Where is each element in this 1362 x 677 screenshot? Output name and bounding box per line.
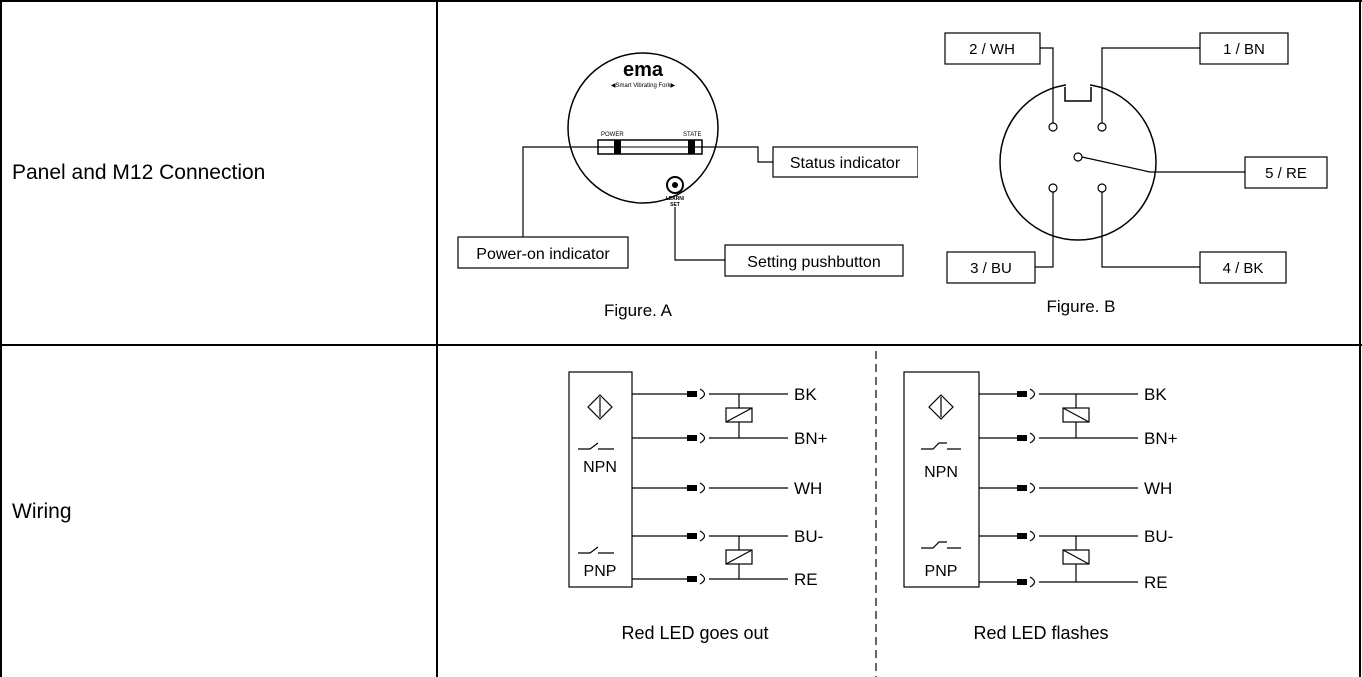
- figure-b-m12-pinout: 2 / WH 1 / BN 5 / RE 3 / BU 4 / BK Figur…: [944, 32, 1328, 316]
- brand-logo: ema: [623, 59, 664, 81]
- left-pnp-label: PNP: [584, 563, 617, 580]
- left-re-label: RE: [794, 570, 818, 589]
- pin-4-label-box: [1199, 251, 1287, 284]
- brand-tagline: ◀Smart Vibrating Fork▶: [611, 83, 676, 89]
- right-npn-label: NPN: [924, 464, 958, 481]
- left-pnp-switch-icon: [578, 546, 614, 554]
- pin-1-dot: [1097, 122, 1107, 132]
- pin-1-label-box: [1199, 32, 1289, 65]
- left-caption: Red LED goes out: [621, 623, 768, 643]
- power-on-indicator-text: Power-on indicator: [476, 246, 610, 263]
- pin-3-label: 3 / BU: [970, 260, 1012, 277]
- right-bk-label: BK: [1144, 385, 1167, 404]
- table-border-right: [1359, 0, 1361, 677]
- status-indicator-text: Status indicator: [790, 155, 901, 172]
- figure-a-panel-diagram: ema ◀Smart Vibrating Fork▶ POWER STATE L…: [457, 52, 918, 320]
- pin-5-dot: [1073, 152, 1083, 162]
- left-bu-label: BU-: [794, 527, 823, 546]
- right-pnp-switch-icon: [921, 541, 961, 549]
- table-column-divider: [436, 0, 438, 677]
- setting-pushbutton-callout: [724, 244, 904, 277]
- pin-3-label-box: [946, 251, 1036, 284]
- row-label-panel: Panel and M12 Connection: [12, 161, 266, 184]
- right-pnp-label: PNP: [925, 563, 958, 580]
- pin-5-label: 5 / RE: [1265, 165, 1307, 182]
- learn-small-label: LEARN/: [666, 196, 685, 202]
- pin-1-label: 1 / BN: [1223, 41, 1265, 58]
- pin-4-dot: [1097, 183, 1107, 193]
- right-bu-label: BU-: [1144, 527, 1173, 546]
- right-re-label: RE: [1144, 573, 1168, 592]
- figure-b-caption: Figure. B: [1047, 297, 1116, 316]
- figure-a-caption: Figure. A: [604, 301, 673, 320]
- power-led: [614, 140, 621, 154]
- status-indicator-callout: [772, 146, 918, 178]
- pin-4-label: 4 / BK: [1223, 260, 1264, 277]
- left-bn-label: BN+: [794, 429, 828, 448]
- state-small-label: STATE: [683, 132, 701, 138]
- right-npn-switch-icon: [921, 442, 961, 450]
- pin-2-dot: [1048, 122, 1058, 132]
- table-row-divider: [0, 344, 1362, 346]
- right-wh-label: WH: [1144, 479, 1172, 498]
- pin-2-label-box: [944, 32, 1041, 65]
- table-border-top: [0, 0, 1362, 2]
- pin-2-label: 2 / WH: [969, 41, 1015, 58]
- power-on-indicator-callout: [457, 236, 629, 269]
- row-label-wiring: Wiring: [12, 499, 72, 523]
- right-bn-label: BN+: [1144, 429, 1178, 448]
- left-npn-switch-icon: [578, 442, 614, 450]
- left-wh-label: WH: [794, 479, 822, 498]
- set-small-label: SET: [670, 202, 680, 208]
- wiring-diagram: NPN PNP BK BN+ WH BU- RE Red LED goes ou…: [568, 351, 1178, 677]
- pin-3-dot: [1048, 183, 1058, 193]
- table-border-left: [0, 0, 2, 677]
- pin-5-label-box: [1244, 156, 1328, 189]
- setting-pushbutton-text: Setting pushbutton: [747, 254, 880, 271]
- left-npn-label: NPN: [583, 459, 617, 476]
- power-small-label: POWER: [601, 132, 624, 138]
- right-caption: Red LED flashes: [973, 623, 1108, 643]
- state-led: [688, 140, 695, 154]
- left-bk-label: BK: [794, 385, 817, 404]
